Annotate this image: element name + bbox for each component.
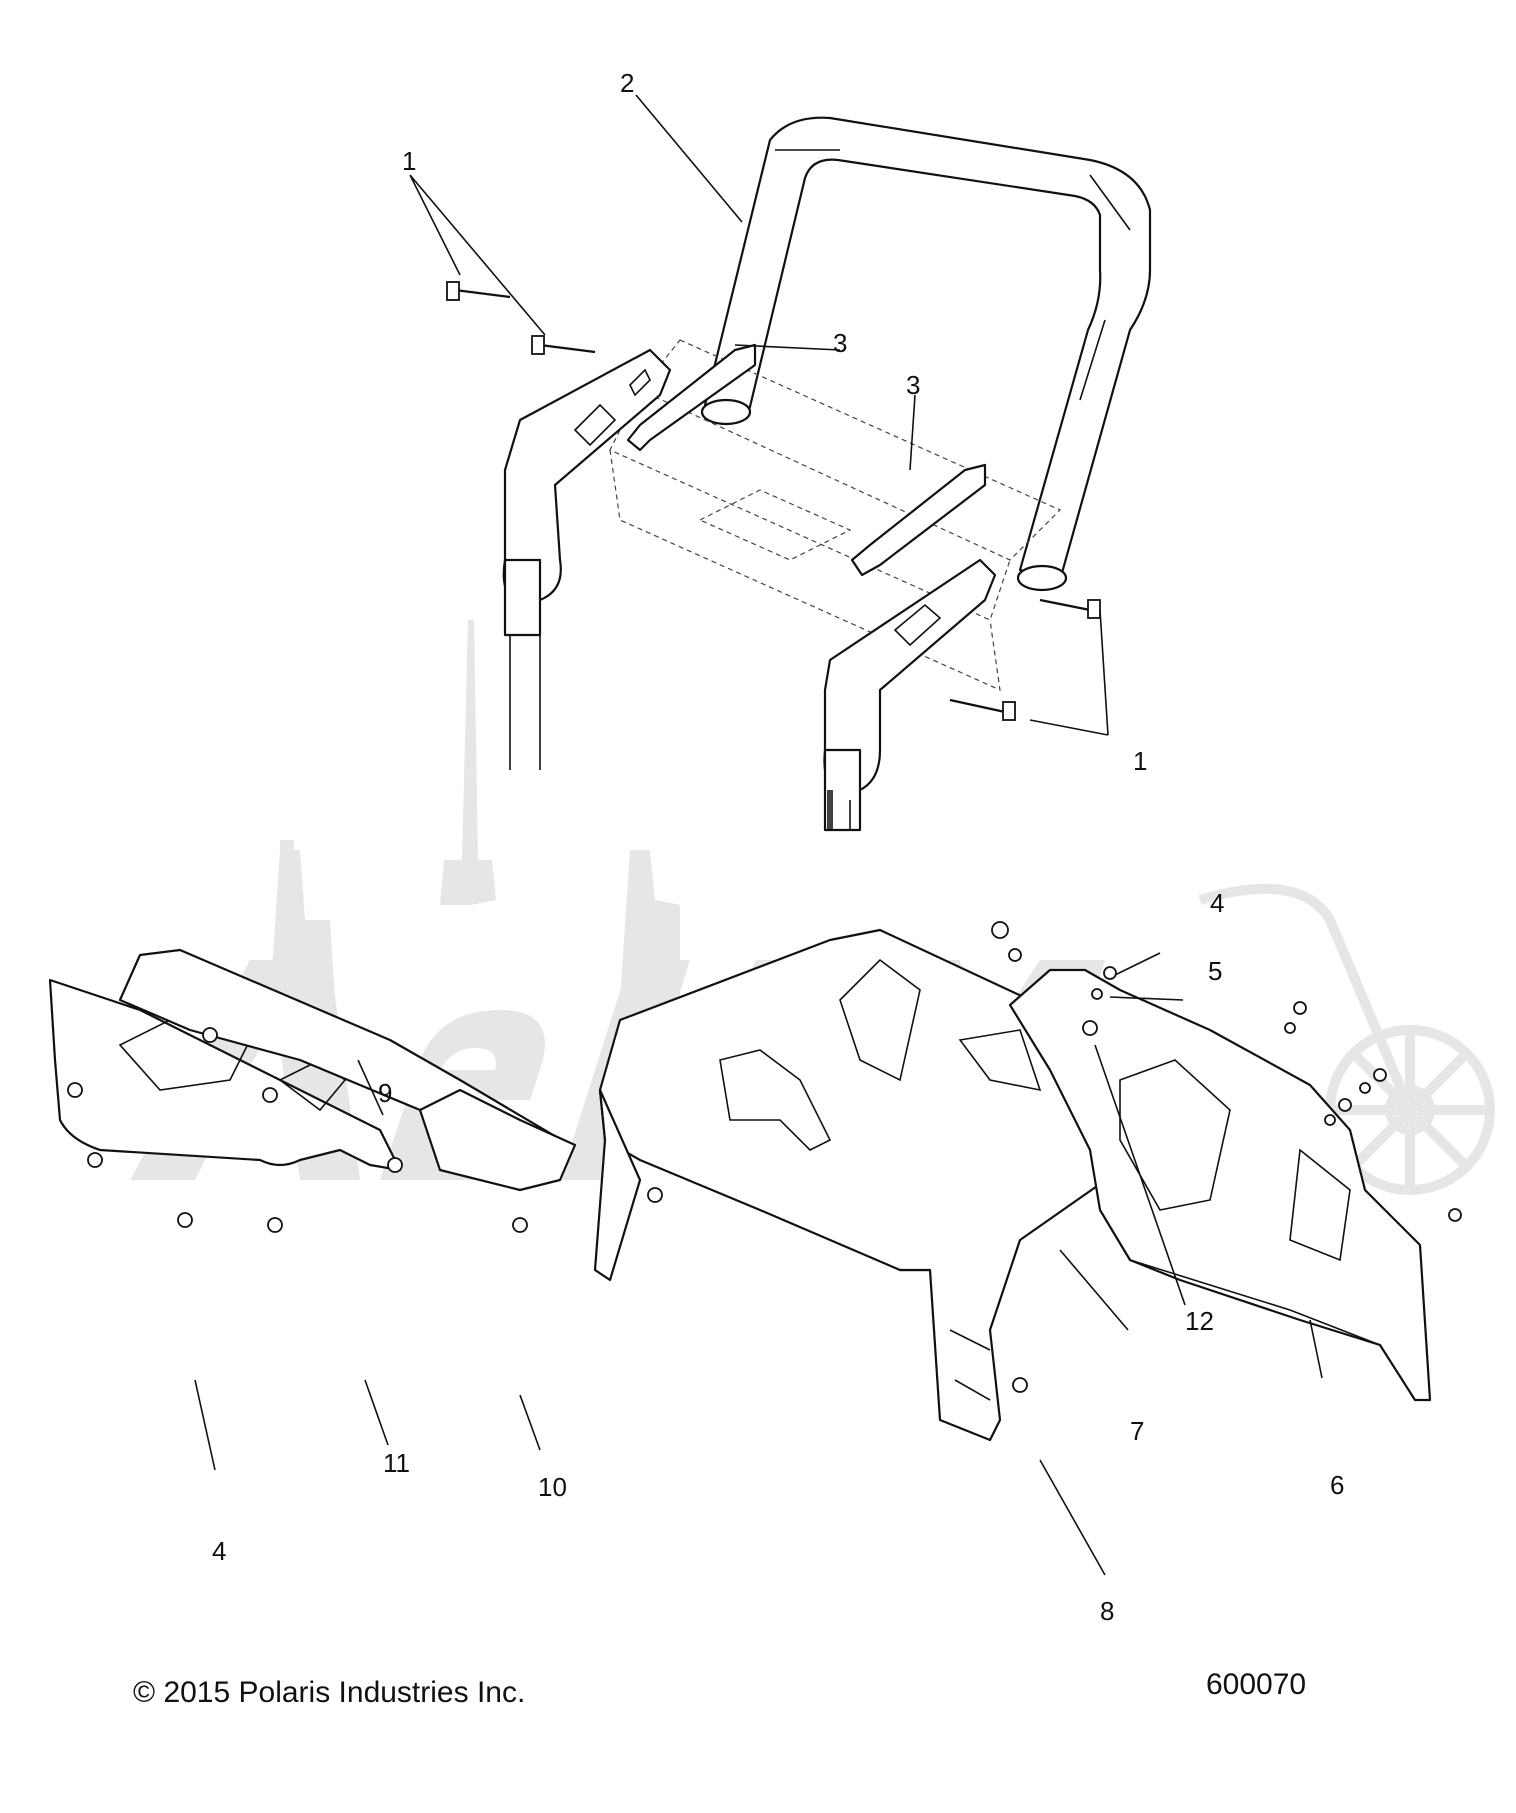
callout-1-top: 1 [402, 146, 417, 176]
callout-10: 10 [538, 1472, 567, 1502]
left-lower-panel [48, 978, 402, 1172]
left-post [503, 558, 542, 637]
callout-12: 12 [1185, 1306, 1214, 1336]
left-strap [626, 343, 757, 452]
callout-4-top: 4 [1210, 888, 1225, 918]
right-panel [1008, 968, 1432, 1402]
bolt-icon [446, 281, 1101, 721]
screw-icon [67, 921, 1462, 1393]
center-panel-left-leg [593, 1088, 642, 1282]
callout-6: 6 [1330, 1470, 1345, 1500]
callout-3-right: 3 [906, 370, 921, 400]
callout-2: 2 [620, 68, 635, 98]
roll-bar-tube-end [700, 398, 752, 426]
callout-4-bottom: 4 [212, 1536, 227, 1566]
right-strap [850, 463, 987, 577]
figure-number: 600070 [1206, 1668, 1307, 1701]
roll-bar-tube-end-right [1016, 564, 1068, 592]
callout-11: 11 [383, 1448, 410, 1478]
callout-1-bottom: 1 [1133, 746, 1148, 776]
right-post [823, 748, 862, 832]
callout-9: 9 [378, 1078, 393, 1108]
callout-3-left: 3 [833, 328, 848, 358]
callout-5: 5 [1208, 956, 1223, 986]
roll-bar-assembly [409, 94, 1152, 832]
roll-bar-tube [703, 116, 1152, 582]
center-panel-right-leg [900, 1124, 1132, 1442]
callout-7: 7 [1130, 1416, 1145, 1446]
left-upper-panel-flange [418, 1088, 577, 1192]
panel-assembly [48, 921, 1462, 1576]
copyright-text: © 2015 Polaris Industries Inc. [133, 1676, 526, 1709]
callout-8: 8 [1100, 1596, 1115, 1626]
